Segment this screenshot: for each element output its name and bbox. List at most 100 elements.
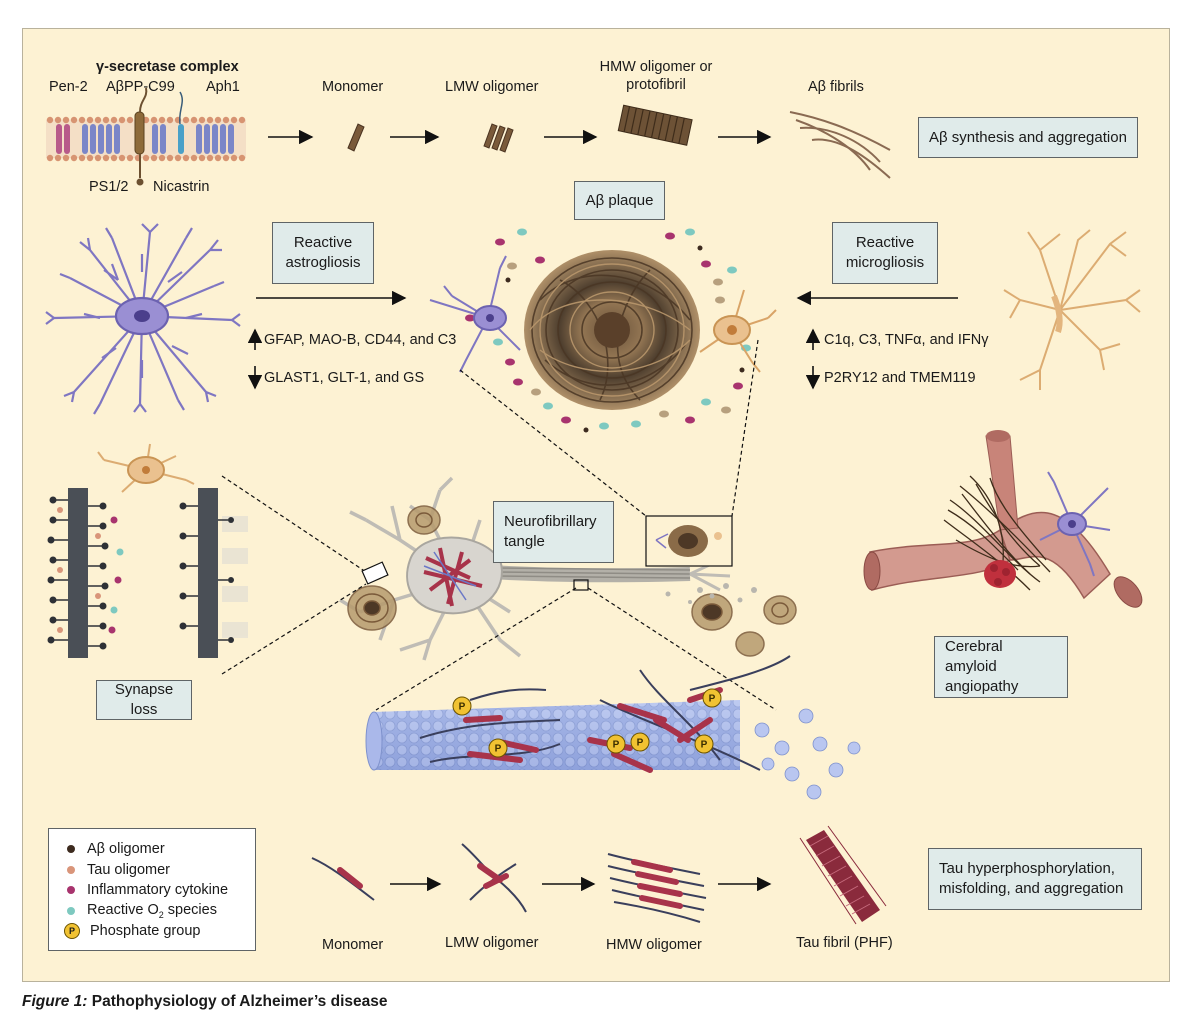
- nft-line1: Neurofibrillary: [504, 513, 597, 530]
- gliosis-arrows: [247, 290, 958, 390]
- tau-hmw-label: HMW oligomer: [606, 937, 702, 953]
- legend-dot: [67, 845, 75, 854]
- plaque-microglia: [699, 289, 777, 373]
- gamma-secretase-label: γ-secretase complex: [96, 59, 239, 75]
- astro-upregulated: GFAP, MAO-B, CD44, and C3: [264, 332, 457, 348]
- phosphate-symbol: P: [709, 694, 716, 705]
- pen2-label: Pen-2: [49, 79, 88, 95]
- tau-box-line2: misfolding, and aggregation: [939, 880, 1124, 897]
- legend-tau-oligomer: Tau oligomer: [63, 860, 255, 881]
- abeta-plaque: [524, 250, 700, 410]
- synapse-inset-marker: [361, 561, 389, 585]
- microgliosis-line2: microgliosis: [845, 254, 925, 271]
- caa-line2: angiopathy: [945, 678, 1019, 695]
- microgliosis-box: Reactive microgliosis: [832, 222, 938, 284]
- phosphate-symbol: P: [701, 740, 708, 751]
- nft-box: Neurofibrillary tangle: [493, 501, 614, 563]
- abeta-hmw-oligomer: [617, 104, 693, 146]
- micro-upregulated: C1q, C3, TNFα, and IFNγ: [824, 332, 989, 348]
- abeta-hmw-label: HMW oligomer or protofibril: [590, 58, 722, 94]
- phosphate-group-icon: P: [630, 732, 650, 752]
- phosphate-icon: P: [64, 923, 80, 940]
- synapse-microglia: [97, 443, 195, 493]
- legend-dot: [67, 865, 75, 874]
- tau-hmw-oligomer: [607, 853, 707, 923]
- abeta-fibrils: [789, 111, 891, 179]
- callout-lines: [221, 339, 777, 711]
- legend-ros-tail: species: [163, 901, 217, 918]
- tau-box-line1: Tau hyperphosphorylation,: [939, 860, 1115, 877]
- astrogliosis-line1: Reactive: [293, 234, 353, 251]
- legend-label: Inflammatory cytokine: [87, 882, 229, 899]
- abeta-lmw-oligomer: [483, 123, 514, 153]
- cerebral-vessel: [863, 430, 1143, 608]
- reactive-microglia: [1003, 229, 1141, 390]
- phosphate-symbol: P: [495, 744, 502, 755]
- ps12-label: PS1/2: [89, 179, 129, 195]
- nicastrin-label: Nicastrin: [153, 179, 210, 195]
- caption-title: Pathophysiology of Alzheimer’s disease: [87, 993, 388, 1010]
- astro-downregulated: GLAST1, GLT-1, and GS: [264, 370, 425, 386]
- tau-phosphates: P P P P P P: [452, 688, 722, 758]
- figure-caption: Figure 1: Pathophysiology of Alzheimer’s…: [22, 993, 388, 1011]
- legend-ros: Reactive O2 species: [63, 901, 255, 922]
- axon-inset-marker: [573, 579, 589, 591]
- abeta-monomer: [347, 123, 365, 152]
- plaque-astrocyte: [429, 255, 521, 373]
- tau-lmw-oligomer: [461, 843, 527, 913]
- legend-label: Phosphate group: [90, 923, 201, 940]
- legend-abeta-oligomer: Aβ oligomer: [63, 839, 255, 860]
- tau-fibril-label: Tau fibril (PHF): [796, 935, 893, 951]
- tau-box: Tau hyperphosphorylation, misfolding, an…: [928, 848, 1142, 910]
- tau-monomer-label: Monomer: [322, 937, 384, 953]
- axon-debris: [665, 583, 757, 604]
- legend-label: Aβ oligomer: [87, 841, 165, 858]
- legend-ros-prefix: Reactive O: [87, 901, 159, 918]
- synapse-loss-box: Synapse loss: [96, 680, 192, 720]
- plaque-particles: [465, 228, 751, 433]
- phosphate-group-icon: P: [488, 738, 508, 758]
- phosphate-symbol: P: [613, 740, 620, 751]
- plaque-inset: [645, 515, 733, 567]
- dendrite-right: [179, 488, 248, 658]
- abeta-hmw-label-line1: HMW oligomer or: [599, 59, 713, 75]
- abeta-hmw-label-line2: protofibril: [626, 77, 686, 93]
- synthesis-box: Aβ synthesis and aggregation: [918, 117, 1138, 158]
- caption-figure-number: Figure 1:: [22, 993, 88, 1010]
- neuron-soma: [406, 536, 503, 615]
- phosphate-group-icon: P: [702, 688, 722, 708]
- micro-downregulated: P2RY12 and TMEM119: [824, 370, 976, 386]
- legend-cytokine: Inflammatory cytokine: [63, 880, 255, 901]
- abeta-fibrils-label: Aβ fibrils: [808, 79, 864, 95]
- astrogliosis-line2: astrogliosis: [285, 254, 361, 271]
- tau-monomer: [311, 857, 375, 901]
- tau-fibril: [799, 825, 887, 925]
- legend-phosphate: P Phosphate group: [63, 921, 255, 942]
- caa-box: Cerebral amyloid angiopathy: [934, 636, 1068, 698]
- legend-label: Reactive O2 species: [87, 902, 217, 920]
- legend: Aβ oligomer Tau oligomer Inflammatory cy…: [48, 828, 256, 951]
- phosphate-symbol: P: [459, 702, 466, 713]
- legend-label: Tau oligomer: [87, 861, 171, 878]
- phosphate-group-icon: P: [606, 734, 626, 754]
- reactive-astrocyte: [45, 223, 241, 415]
- plaque-box: Aβ plaque: [574, 181, 665, 220]
- aph1-label: Aph1: [206, 79, 240, 95]
- dendrite-left: [47, 488, 124, 658]
- microgliosis-line1: Reactive: [855, 234, 915, 251]
- tau-lmw-label: LMW oligomer: [445, 935, 539, 951]
- caa-line1: Cerebral amyloid: [945, 638, 1003, 675]
- abeta-monomer-label: Monomer: [322, 79, 384, 95]
- abpp-label: AβPP-C99: [106, 79, 175, 95]
- phosphate-symbol: P: [637, 738, 644, 749]
- phosphate-group-icon: P: [694, 734, 714, 754]
- phosphate-group-icon: P: [452, 696, 472, 716]
- neuron-plaques: [347, 505, 797, 657]
- legend-ros-sub: 2: [158, 909, 164, 920]
- membrane: [46, 87, 246, 186]
- legend-dot: [67, 886, 75, 895]
- nft-line2: tangle: [504, 533, 545, 550]
- astrogliosis-box: Reactive astrogliosis: [272, 222, 374, 284]
- caa-astrocyte: [1039, 471, 1111, 577]
